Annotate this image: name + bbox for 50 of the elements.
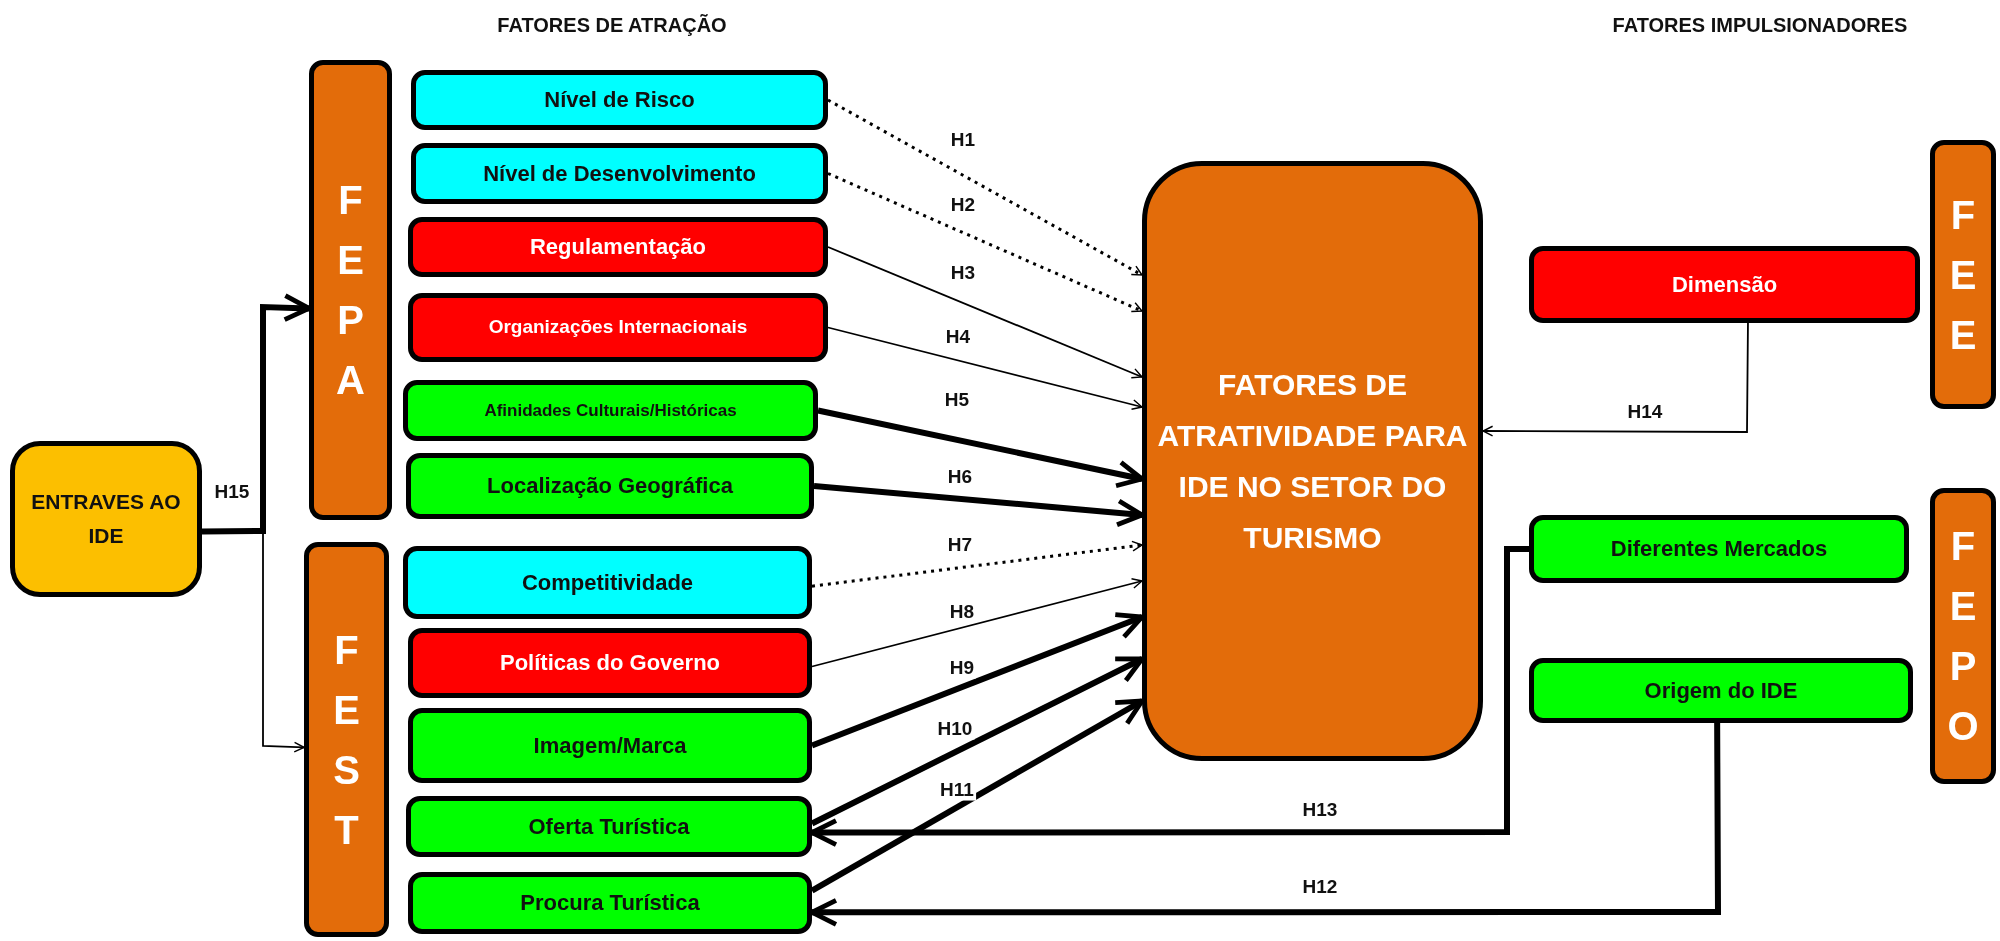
process-box [406, 453, 814, 519]
node-label: FATORES DE ATRATIVIDADE PARA IDE NO SETOR DO TURISMO [1156, 367, 1469, 556]
node-label: Políticas do Governo [499, 649, 720, 678]
process-box [408, 628, 812, 698]
node-label: Dimensão [1671, 270, 1778, 299]
process-box [403, 380, 818, 441]
node-label: Afinidades Culturais/Históricas [484, 399, 737, 422]
vertical-label: FEE [1948, 191, 1978, 359]
central-box [1142, 161, 1483, 761]
category-bar [1930, 140, 1996, 409]
category-bar [304, 542, 389, 937]
arrow [1482, 322, 1749, 437]
process-box [408, 217, 828, 277]
arrow [827, 246, 1143, 379]
node-label: Oferta Turística [528, 812, 690, 841]
process-box [403, 546, 812, 619]
node-label: Nível de Risco [544, 86, 695, 115]
node-label: Procura Turística [520, 889, 700, 918]
arrow [827, 172, 1143, 313]
section-heading: FATORES DE ATRAÇÃO [497, 14, 727, 37]
category-bar [309, 60, 392, 520]
process-box [406, 796, 812, 857]
process-box [411, 143, 828, 204]
node-label: Organizações Internacionais [488, 315, 748, 340]
process-box [408, 293, 828, 362]
category-bar [1930, 488, 1996, 784]
arrow [827, 326, 1143, 410]
arrow [827, 98, 1143, 277]
arrow [810, 698, 1145, 894]
section-heading: FATORES IMPULSIONADORES [1612, 14, 1908, 37]
process-box [1529, 515, 1909, 583]
node-label: Diferentes Mercados [1610, 535, 1828, 564]
node-label: Localização Geográfica [487, 472, 733, 501]
arrow [811, 540, 1143, 588]
node-label: Regulamentação [529, 233, 707, 262]
node-label: Origem do IDE [1644, 676, 1798, 705]
vertical-label: FEST [332, 626, 361, 854]
process-box [411, 70, 828, 130]
process-box [1529, 246, 1920, 323]
process-box [10, 441, 202, 597]
arrow [811, 578, 1143, 668]
node-label: Imagem/Marca [533, 731, 687, 760]
node-label: Competitividade [521, 568, 694, 597]
process-box [1529, 658, 1913, 723]
process-box [408, 872, 812, 934]
node-label: ENTRAVES AO IDE [30, 489, 182, 549]
node-label: Nível de Desenvolvimento [483, 159, 756, 188]
vertical-label: FEPO [1946, 523, 1980, 750]
process-box [408, 708, 812, 783]
vertical-label: FEPA [335, 177, 366, 404]
